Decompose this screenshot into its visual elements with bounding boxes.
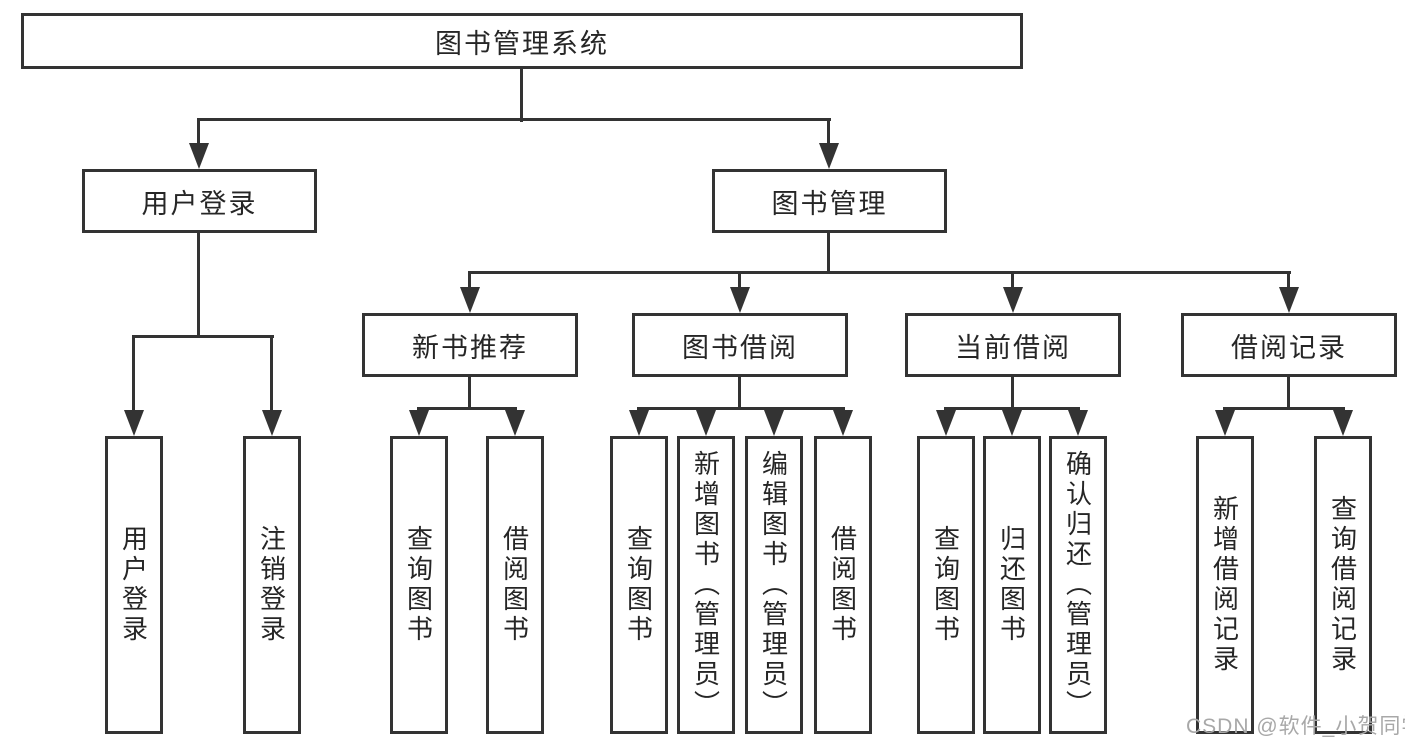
leaf-return-books: 归还图书 bbox=[983, 436, 1041, 734]
leaf-edit-books-admin: 编辑图书（管理员） bbox=[745, 436, 803, 734]
arrowhead-down-icon bbox=[730, 287, 750, 313]
connector-line bbox=[520, 69, 523, 122]
connector-line bbox=[1223, 407, 1345, 410]
connector-line bbox=[197, 233, 200, 338]
leaf-query-books-recommend: 查询图书 bbox=[390, 436, 448, 734]
connector-line bbox=[1011, 271, 1014, 293]
arrowhead-down-icon bbox=[1068, 410, 1088, 436]
connector-line bbox=[197, 118, 831, 121]
connector-line bbox=[468, 271, 471, 293]
arrowhead-down-icon bbox=[1003, 287, 1023, 313]
arrowhead-down-icon bbox=[262, 410, 282, 436]
leaf-logout: 注销登录 bbox=[243, 436, 301, 734]
arrowhead-down-icon bbox=[819, 143, 839, 169]
node-library-management-system: 图书管理系统 bbox=[21, 13, 1023, 69]
node-book-management: 图书管理 bbox=[712, 169, 947, 233]
arrowhead-down-icon bbox=[1333, 410, 1353, 436]
connector-line bbox=[637, 407, 845, 410]
watermark: CSDN @软件_小贺同学 bbox=[1186, 715, 1405, 738]
arrowhead-down-icon bbox=[409, 410, 429, 436]
arrowhead-down-icon bbox=[696, 410, 716, 436]
connector-line bbox=[827, 233, 830, 274]
connector-line bbox=[827, 119, 830, 149]
leaf-user-login: 用户登录 bbox=[105, 436, 163, 734]
node-new-book-recommend: 新书推荐 bbox=[362, 313, 578, 377]
connector-line bbox=[1287, 271, 1290, 293]
arrowhead-down-icon bbox=[629, 410, 649, 436]
connector-line bbox=[1011, 377, 1014, 410]
connector-line bbox=[132, 335, 135, 415]
leaf-add-borrow-record: 新增借阅记录 bbox=[1196, 436, 1254, 734]
connector-line bbox=[197, 119, 200, 149]
leaf-query-borrow-record: 查询借阅记录 bbox=[1314, 436, 1372, 734]
arrowhead-down-icon bbox=[936, 410, 956, 436]
arrowhead-down-icon bbox=[460, 287, 480, 313]
arrowhead-down-icon bbox=[1279, 287, 1299, 313]
leaf-borrow-books: 借阅图书 bbox=[814, 436, 872, 734]
arrowhead-down-icon bbox=[1002, 410, 1022, 436]
connector-line bbox=[944, 407, 1080, 410]
connector-line bbox=[270, 335, 273, 415]
connector-line bbox=[417, 407, 517, 410]
arrowhead-down-icon bbox=[1215, 410, 1235, 436]
arrowhead-down-icon bbox=[505, 410, 525, 436]
arrowhead-down-icon bbox=[764, 410, 784, 436]
connector-line bbox=[468, 377, 471, 410]
leaf-query-books-current: 查询图书 bbox=[917, 436, 975, 734]
node-current-borrow: 当前借阅 bbox=[905, 313, 1121, 377]
node-user-login: 用户登录 bbox=[82, 169, 317, 233]
leaf-query-books-borrow: 查询图书 bbox=[610, 436, 668, 734]
connector-line bbox=[1287, 377, 1290, 410]
connector-line bbox=[738, 271, 741, 293]
node-borrow-records: 借阅记录 bbox=[1181, 313, 1397, 377]
node-book-borrow: 图书借阅 bbox=[632, 313, 848, 377]
leaf-confirm-return-admin: 确认归还（管理员） bbox=[1049, 436, 1107, 734]
arrowhead-down-icon bbox=[189, 143, 209, 169]
arrowhead-down-icon bbox=[833, 410, 853, 436]
leaf-add-books-admin: 新增图书（管理员） bbox=[677, 436, 735, 734]
connector-line bbox=[132, 335, 274, 338]
connector-line bbox=[738, 377, 741, 410]
leaf-borrow-books-recommend: 借阅图书 bbox=[486, 436, 544, 734]
arrowhead-down-icon bbox=[124, 410, 144, 436]
connector-line bbox=[468, 271, 1291, 274]
